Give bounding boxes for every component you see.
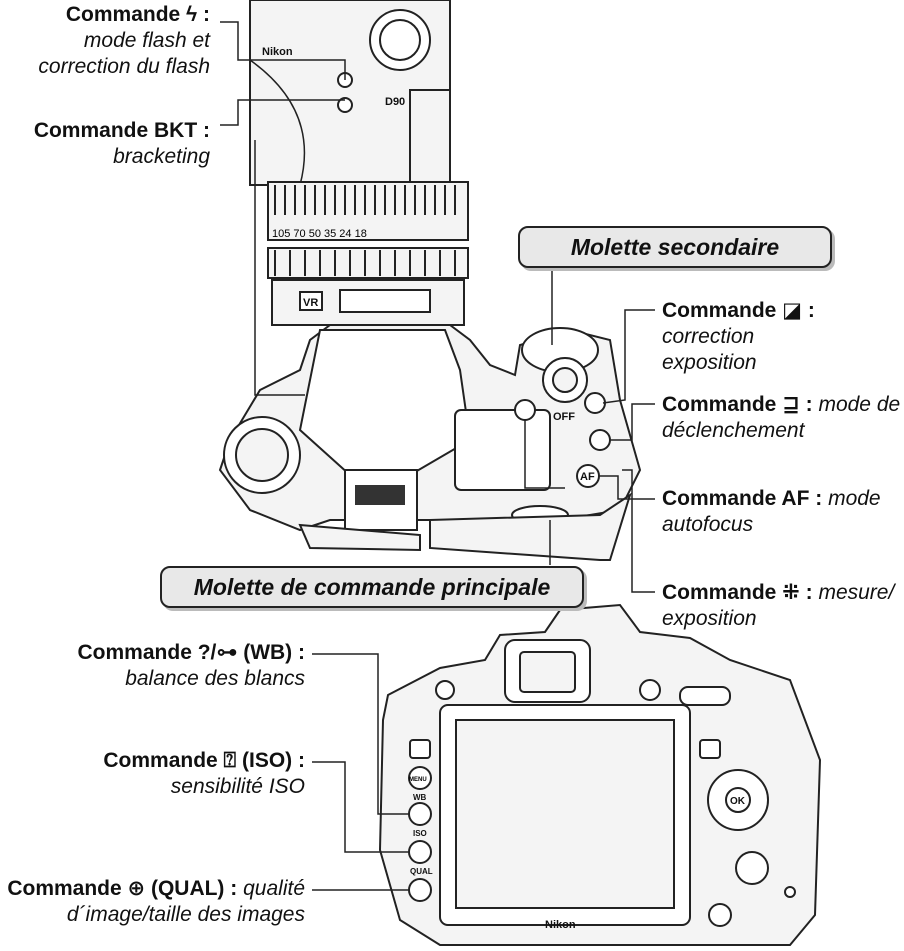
label-release-mode: Commande ⊒ : mode de déclenchement bbox=[662, 392, 902, 444]
model-text: D90 bbox=[385, 96, 405, 108]
label-qual-desc1: qualité bbox=[243, 877, 305, 900]
label-flash-desc1: mode flash et bbox=[83, 29, 210, 52]
label-af-desc2: autofocus bbox=[662, 513, 754, 536]
wb-button[interactable] bbox=[408, 802, 432, 826]
delete-button[interactable] bbox=[435, 680, 455, 700]
label-af-title: Commande AF : bbox=[662, 487, 823, 510]
wb-mark: WB bbox=[413, 793, 427, 802]
sub-dial-label: Molette secondaire bbox=[518, 226, 832, 268]
label-exposure-comp: Commande ◪ : correction exposition bbox=[662, 298, 902, 376]
live-view-button[interactable] bbox=[699, 739, 721, 759]
label-ec-title: Commande ◪ : bbox=[662, 299, 815, 322]
leader-lines-back bbox=[312, 653, 409, 891]
main-dial-label: Molette de commande principale bbox=[160, 566, 584, 608]
label-wb-desc: balance des blancs bbox=[125, 667, 305, 690]
label-flash-desc2: correction du flash bbox=[38, 55, 210, 78]
metering-button[interactable] bbox=[514, 399, 536, 421]
off-text: OFF bbox=[553, 411, 575, 423]
label-bkt-desc: bracketing bbox=[113, 145, 210, 168]
label-iso-desc: sensibilité ISO bbox=[170, 775, 305, 798]
label-flash-title: Commande ϟ : bbox=[65, 3, 210, 26]
camera-back-body: Nikon MENU WB ISO QUAL OK bbox=[378, 603, 822, 946]
qual-mark: QUAL bbox=[410, 867, 433, 876]
label-af-desc1: mode bbox=[828, 487, 881, 510]
focus-lock-switch[interactable] bbox=[735, 851, 769, 885]
label-iso-title: Commande ⍰ (ISO) : bbox=[103, 749, 305, 772]
label-qual: Commande ⊕ (QUAL) : qualité d´image/tail… bbox=[0, 876, 305, 928]
vr-text: VR bbox=[303, 297, 318, 309]
label-rm-title: Commande ⊒ : bbox=[662, 393, 813, 416]
label-qual-desc2: d´image/taille des images bbox=[66, 903, 305, 926]
label-metering: Commande ⁜ : mesure/ exposition bbox=[662, 580, 902, 632]
brand-back-text: Nikon bbox=[545, 919, 576, 931]
label-bkt: Commande BKT : bracketing bbox=[0, 118, 210, 170]
ok-text: OK bbox=[730, 796, 746, 807]
lens-scale: 105 70 50 35 24 18 bbox=[272, 228, 367, 240]
label-met-desc1: mesure/ bbox=[818, 581, 895, 604]
label-rm-desc2: déclenchement bbox=[662, 419, 805, 442]
camera-top-body: OFF AF bbox=[218, 324, 642, 561]
brand-top-text: Nikon bbox=[262, 46, 293, 58]
lens: 105 70 50 35 24 18 VR bbox=[267, 181, 469, 326]
release-mode-button[interactable] bbox=[589, 429, 611, 451]
label-ec-desc2: exposition bbox=[662, 351, 757, 374]
ok-button[interactable] bbox=[725, 787, 751, 813]
label-af: Commande AF : mode autofocus bbox=[662, 486, 902, 538]
leader-lines-top bbox=[220, 21, 655, 593]
label-iso: Commande ⍰ (ISO) : sensibilité ISO bbox=[0, 748, 305, 800]
menu-btn-text: MENU bbox=[409, 777, 427, 783]
iso-mark: ISO bbox=[413, 829, 427, 838]
ae-lock-button[interactable] bbox=[639, 679, 661, 701]
label-wb: Commande ?/⊶ (WB) : balance des blancs bbox=[0, 640, 305, 692]
menu-button[interactable] bbox=[408, 766, 432, 790]
af-btn-text: AF bbox=[580, 471, 595, 483]
iso-button[interactable] bbox=[408, 840, 432, 864]
label-rm-desc1: mode de bbox=[818, 393, 901, 416]
label-wb-title: Commande ?/⊶ (WB) : bbox=[77, 641, 305, 664]
label-bkt-title: Commande BKT : bbox=[33, 119, 210, 142]
qual-button[interactable] bbox=[408, 878, 432, 902]
label-met-title: Commande ⁜ : bbox=[662, 581, 813, 604]
bkt-button[interactable] bbox=[337, 97, 353, 113]
lens-closeup: Nikon D90 bbox=[249, 0, 451, 186]
playback-button[interactable] bbox=[409, 739, 431, 759]
label-qual-title: Commande ⊕ (QUAL) : bbox=[7, 877, 238, 900]
label-ec-desc1: correction bbox=[662, 325, 755, 348]
info-button[interactable] bbox=[708, 903, 732, 927]
label-met-desc2: exposition bbox=[662, 607, 757, 630]
exposure-comp-button[interactable] bbox=[584, 392, 606, 414]
label-flash: Commande ϟ : mode flash et correction du… bbox=[0, 2, 210, 80]
